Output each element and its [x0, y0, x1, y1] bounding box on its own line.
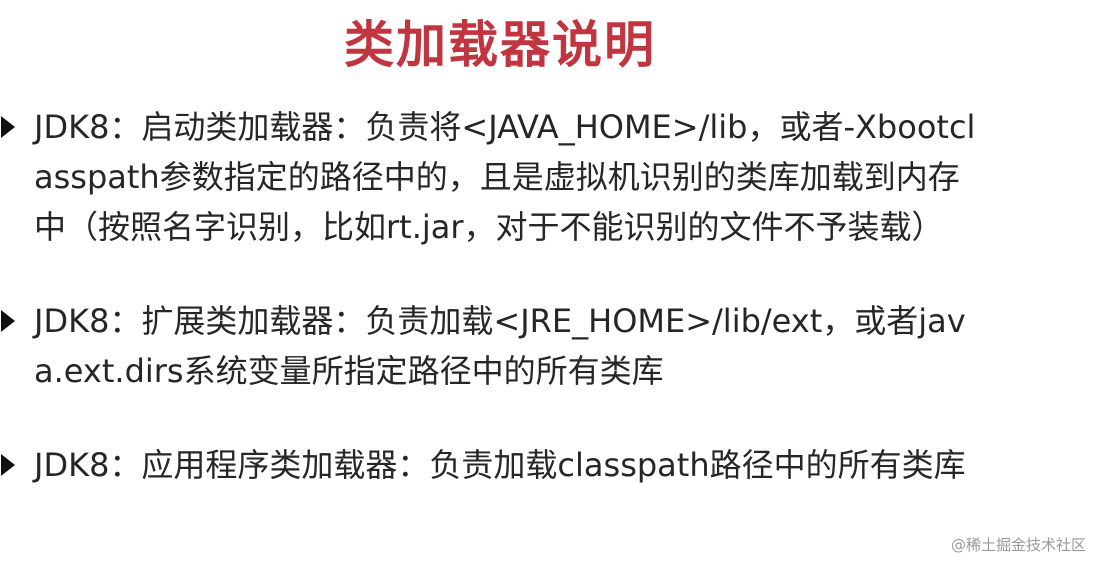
bullet-text: JDK8：应用程序类加载器：负责加载classpath路径中的所有类库 [34, 446, 966, 484]
bullet-list: JDK8：启动类加载器：负责将<JAVA_HOME>/lib，或者-Xbootc… [0, 102, 1010, 490]
watermark: @稀土掘金技术社区 [950, 536, 1086, 554]
bullet-text: JDK8：扩展类加载器：负责加载<JRE_HOME>/lib/ext，或者jav… [34, 302, 966, 390]
bullet-text: JDK8：启动类加载器：负责将<JAVA_HOME>/lib，或者-Xbootc… [34, 108, 976, 246]
slide-title: 类加载器说明 [344, 16, 656, 74]
triangle-right-icon [1, 310, 15, 332]
triangle-right-icon [1, 454, 15, 476]
bullet-item-extension-loader: JDK8：扩展类加载器：负责加载<JRE_HOME>/lib/ext，或者jav… [0, 296, 1010, 396]
bullet-item-bootstrap-loader: JDK8：启动类加载器：负责将<JAVA_HOME>/lib，或者-Xbootc… [0, 102, 1010, 252]
bullet-item-application-loader: JDK8：应用程序类加载器：负责加载classpath路径中的所有类库 [0, 440, 1010, 490]
triangle-right-icon [1, 116, 15, 138]
